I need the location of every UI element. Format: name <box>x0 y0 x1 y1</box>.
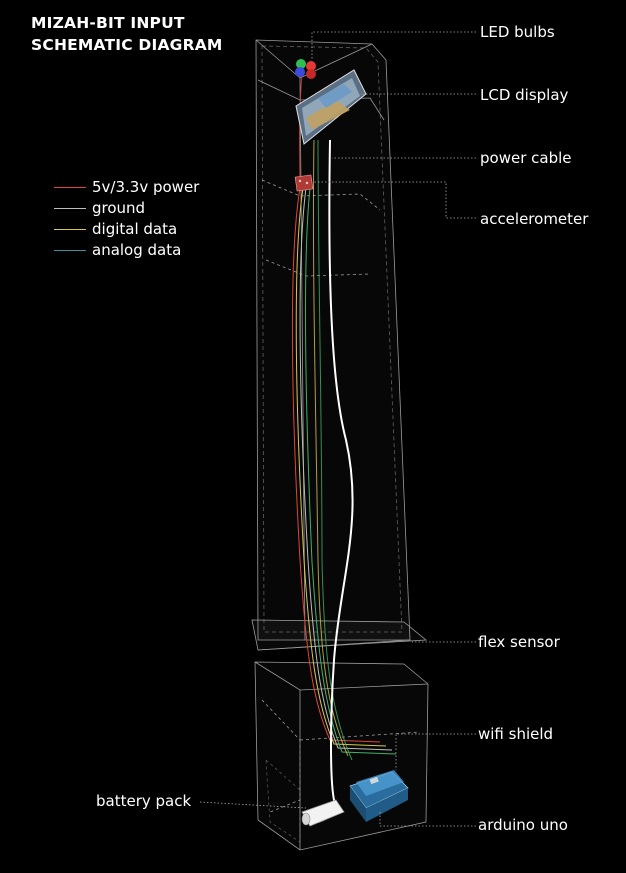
lcd-display <box>295 69 367 145</box>
diagram-title: MIZAH-BIT INPUT SCHEMATIC DIAGRAM <box>31 12 223 56</box>
callout-lcd-display: LCD display <box>480 86 569 104</box>
callout-power-cable: power cable <box>480 149 572 167</box>
legend-label-analog: analog data <box>92 241 182 259</box>
enclosure-outline <box>251 39 429 851</box>
legend-label-power: 5v/3.3v power <box>92 178 200 196</box>
wire-bundle <box>291 73 397 823</box>
title-line-2: SCHEMATIC DIAGRAM <box>31 36 223 54</box>
legend-swatch-analog <box>54 250 86 251</box>
callout-leaders <box>199 31 476 827</box>
title-line-1: MIZAH-BIT INPUT <box>31 14 185 32</box>
callout-led-bulbs: LED bulbs <box>480 23 555 41</box>
legend-swatch-ground <box>54 208 86 209</box>
battery-pack <box>301 799 345 827</box>
callout-flex-sensor: flex sensor <box>478 633 560 651</box>
led-bulbs <box>295 59 316 79</box>
callout-accelerometer: accelerometer <box>480 210 589 228</box>
legend-label-ground: ground <box>92 199 146 217</box>
legend-label-digital: digital data <box>92 220 178 238</box>
legend-swatch-digital <box>54 229 86 230</box>
callout-arduino-uno: arduino uno <box>478 816 568 834</box>
callout-battery-pack: battery pack <box>96 792 192 810</box>
accelerometer <box>294 174 314 192</box>
arduino-stack <box>349 770 409 822</box>
legend-swatch-power <box>54 187 86 188</box>
callout-wifi-shield: wifi shield <box>478 725 554 743</box>
